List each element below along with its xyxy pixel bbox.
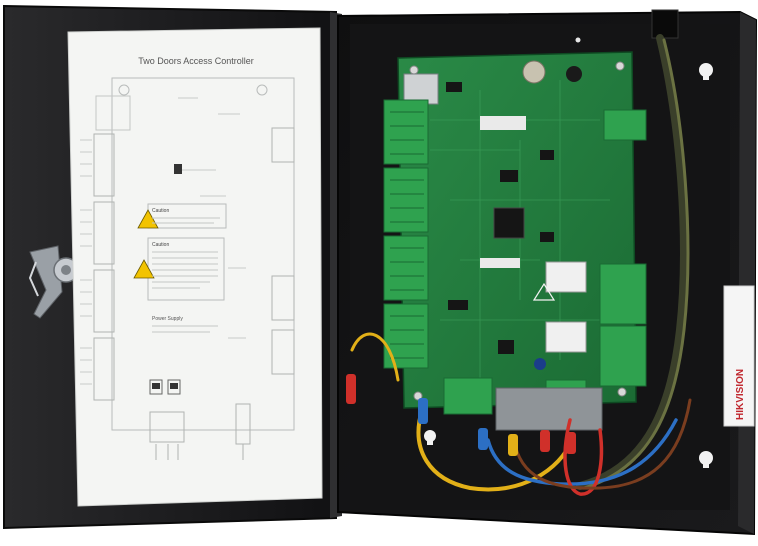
right-terminal-blocks[interactable] <box>599 109 647 387</box>
pcb-traces <box>430 80 610 380</box>
serial-sticker <box>480 116 526 130</box>
caution-box-2: Caution <box>133 237 225 301</box>
mcu-chip <box>493 207 525 239</box>
diagram-text-lines <box>80 97 246 385</box>
relay-1 <box>545 261 587 293</box>
warning-icon <box>532 282 556 301</box>
caution-box-1: Caution <box>137 203 227 229</box>
ic-chips <box>446 82 554 354</box>
left-terminal-blocks[interactable] <box>383 99 429 369</box>
wire-brown <box>512 398 692 490</box>
keyhole-mounts <box>424 63 713 468</box>
capacitor <box>522 60 546 84</box>
svg-text:Caution: Caution <box>152 208 169 214</box>
wiring-diagram-sheet: Two Doors Access Controller <box>67 27 323 507</box>
ethernet-port <box>403 73 439 105</box>
wire-yellow <box>416 408 574 492</box>
warning-icon <box>133 259 155 279</box>
buzzer <box>566 66 582 82</box>
terminal-screws-left <box>390 111 424 359</box>
diagram-bottom-connectors <box>149 164 251 460</box>
model-sticker <box>480 258 520 268</box>
relay-2 <box>545 321 587 353</box>
door-latch[interactable] <box>28 245 79 319</box>
power-terminal-strip <box>495 387 603 431</box>
svg-text:Power Supply: Power Supply <box>152 316 183 322</box>
wiring-harness <box>350 34 692 496</box>
power-supply-note: Power Supply <box>152 316 218 333</box>
brand-text: HIKVISION <box>735 369 746 420</box>
crimp-terminals <box>346 374 576 456</box>
brand-label: HIKVISION <box>723 285 755 427</box>
pcb-mount-holes <box>409 61 627 401</box>
svg-text:Caution: Caution <box>152 242 169 248</box>
diagram-right-terminals <box>271 127 295 375</box>
electrolytic-capacitor <box>534 358 546 370</box>
wire-blue <box>486 418 678 486</box>
wire-red <box>563 418 604 496</box>
control-pcb <box>397 51 637 409</box>
diagram-title: Two Doors Access Controller <box>138 56 254 66</box>
diagram-left-terminals <box>93 133 115 401</box>
wire-yellow-2 <box>350 332 400 382</box>
